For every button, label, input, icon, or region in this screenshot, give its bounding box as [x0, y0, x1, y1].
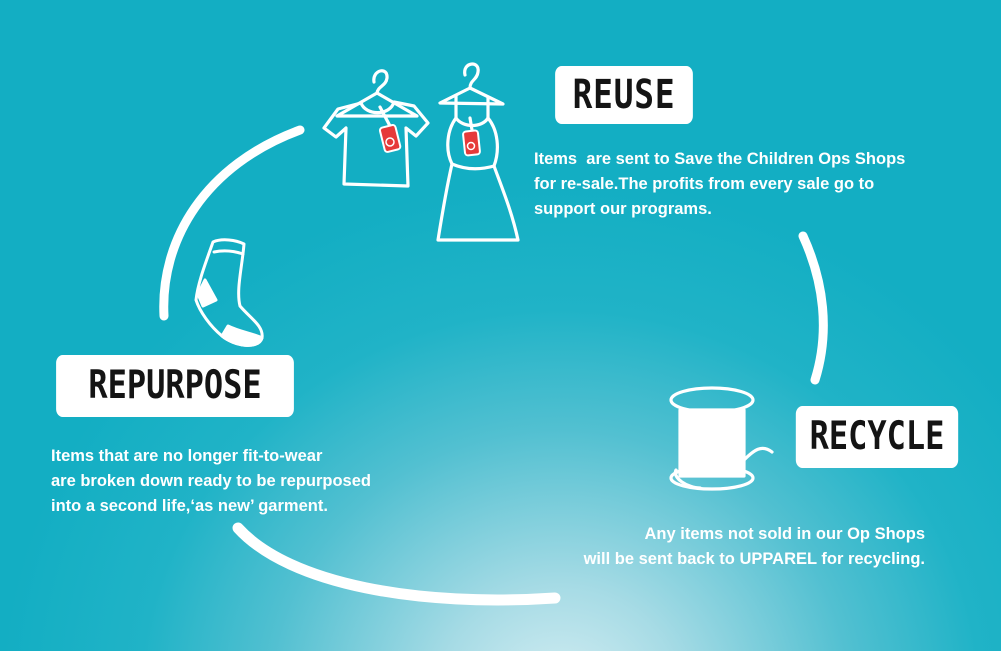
reuse-description-line: for re-sale.The profits from every sale …: [534, 175, 875, 193]
sock-icon: [194, 238, 264, 347]
reuse-description: Items are sent to Save the Children Ops …: [534, 147, 905, 222]
reuse-description-line: Items are sent to Save the Children Ops …: [534, 150, 906, 168]
repurpose-label: REPURPOSE: [56, 355, 294, 417]
recycle-label-text: RECYCLE: [809, 414, 945, 459]
recycle-description-line: will be sent back to UPPAREL for recycli…: [583, 550, 925, 568]
repurpose-description-line: into a second life,‘as new’ garment.: [51, 497, 328, 515]
reuse-description-line: support our programs.: [534, 200, 712, 218]
arc-repurpose-to-reuse: [159, 125, 305, 321]
recycle-label: RECYCLE: [795, 406, 959, 468]
repurpose-description-line: Items that are no longer fit-to-wear: [51, 447, 323, 465]
repurpose-description-line: are broken down ready to be repurposed: [51, 472, 371, 490]
price-tag-icon: [378, 124, 402, 153]
reuse-label: REUSE: [555, 66, 693, 124]
dress-on-hanger-icon: [436, 62, 520, 242]
repurpose-label-text: REPURPOSE: [88, 363, 262, 408]
arc-recycle-to-repurpose: [232, 522, 561, 606]
reuse-label-text: REUSE: [572, 72, 676, 118]
arc-reuse-to-recycle: [798, 231, 828, 385]
thread-spool-icon: [669, 386, 774, 491]
repurpose-description: Items that are no longer fit-to-wear are…: [51, 444, 371, 519]
price-tag-icon: [462, 129, 481, 157]
recycle-description-line: Any items not sold in our Op Shops: [644, 525, 925, 543]
cycle-arrows: [159, 125, 828, 606]
tshirt-on-hanger-icon: [322, 69, 430, 188]
recycle-description: Any items not sold in our Op Shops will …: [584, 522, 925, 572]
